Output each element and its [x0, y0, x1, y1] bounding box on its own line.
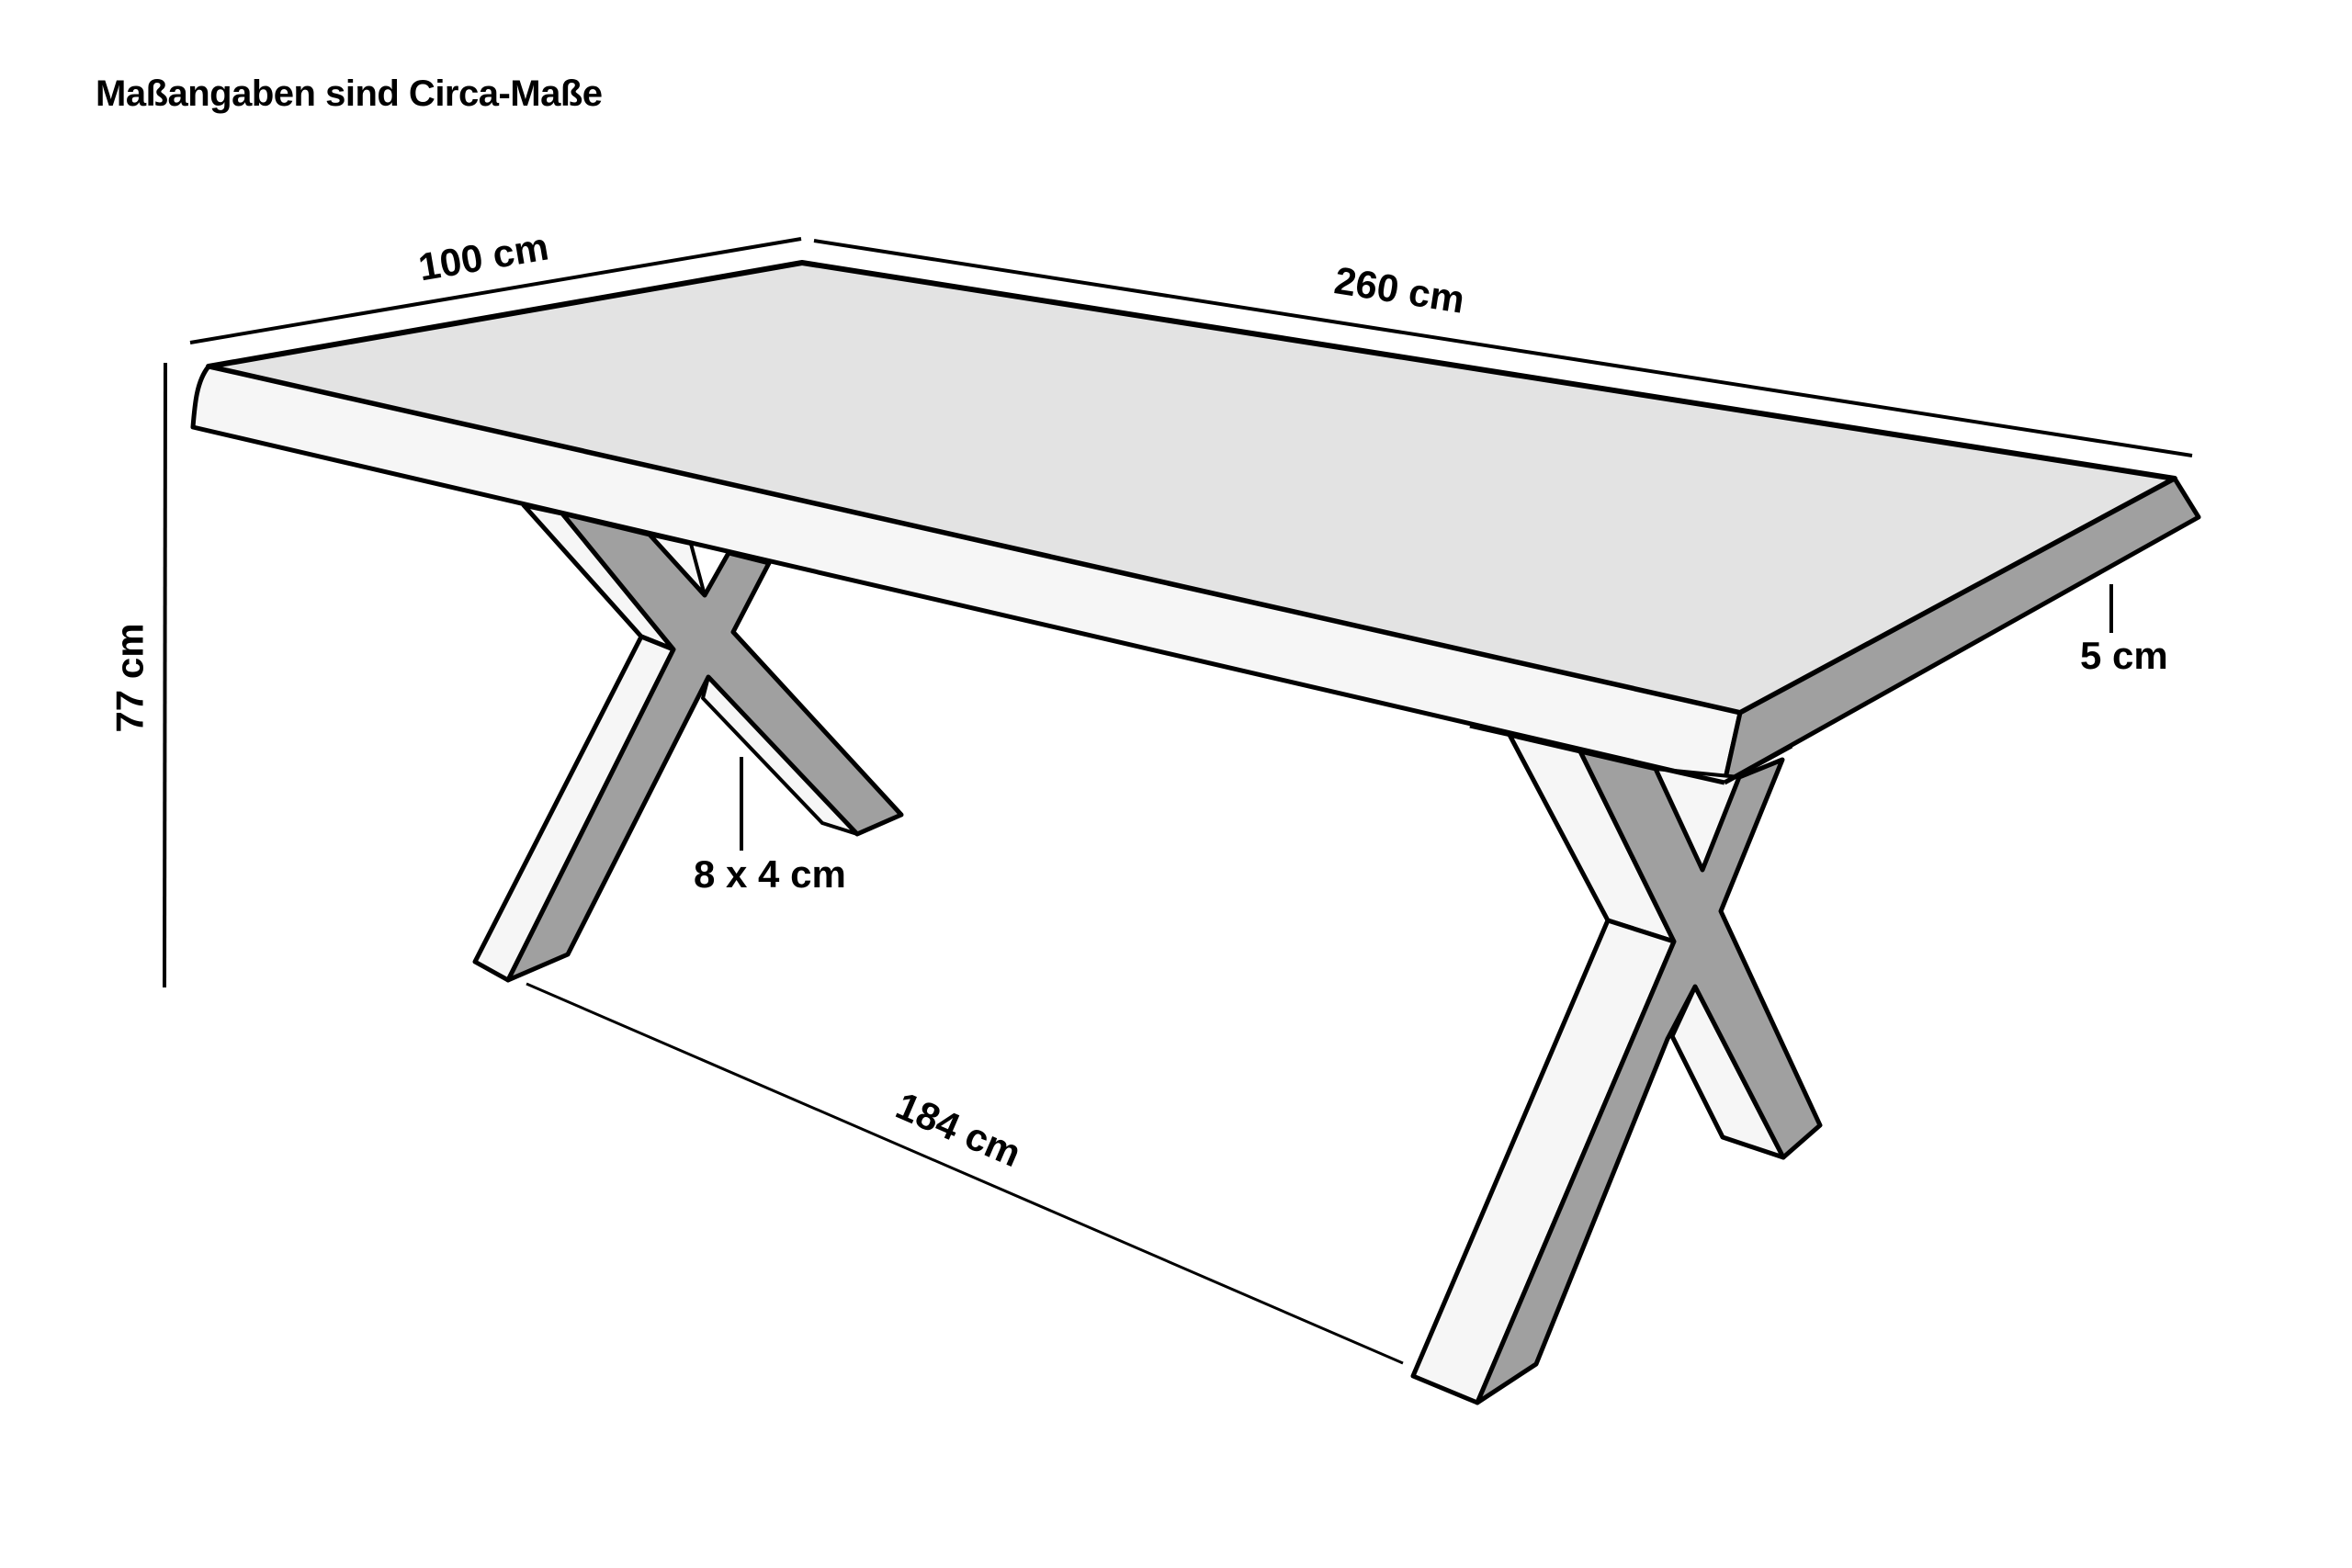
- page-title: Maßangaben sind Circa-Maße: [96, 73, 603, 114]
- tabletop-front-edge: [190, 364, 1743, 785]
- height-dimension-line: [163, 362, 167, 988]
- leg-spacing-dimension-line: [526, 982, 1404, 1365]
- tabletop-side-edge: [1722, 476, 2201, 785]
- right-leg-front: [1475, 749, 1823, 1405]
- tabletop: [190, 260, 2201, 785]
- dimension-lines: [163, 237, 2193, 1365]
- leg-profile-dimension-label: 8 x 4 cm: [694, 852, 846, 896]
- length-dimension-line: [813, 239, 2193, 457]
- height-dimension-label: 77 cm: [107, 623, 152, 733]
- right-x-leg: [1410, 723, 1823, 1405]
- left-leg-front: [505, 511, 904, 983]
- width-dimension-line: [189, 237, 802, 344]
- thickness-dimension-label: 5 cm: [2080, 634, 2168, 677]
